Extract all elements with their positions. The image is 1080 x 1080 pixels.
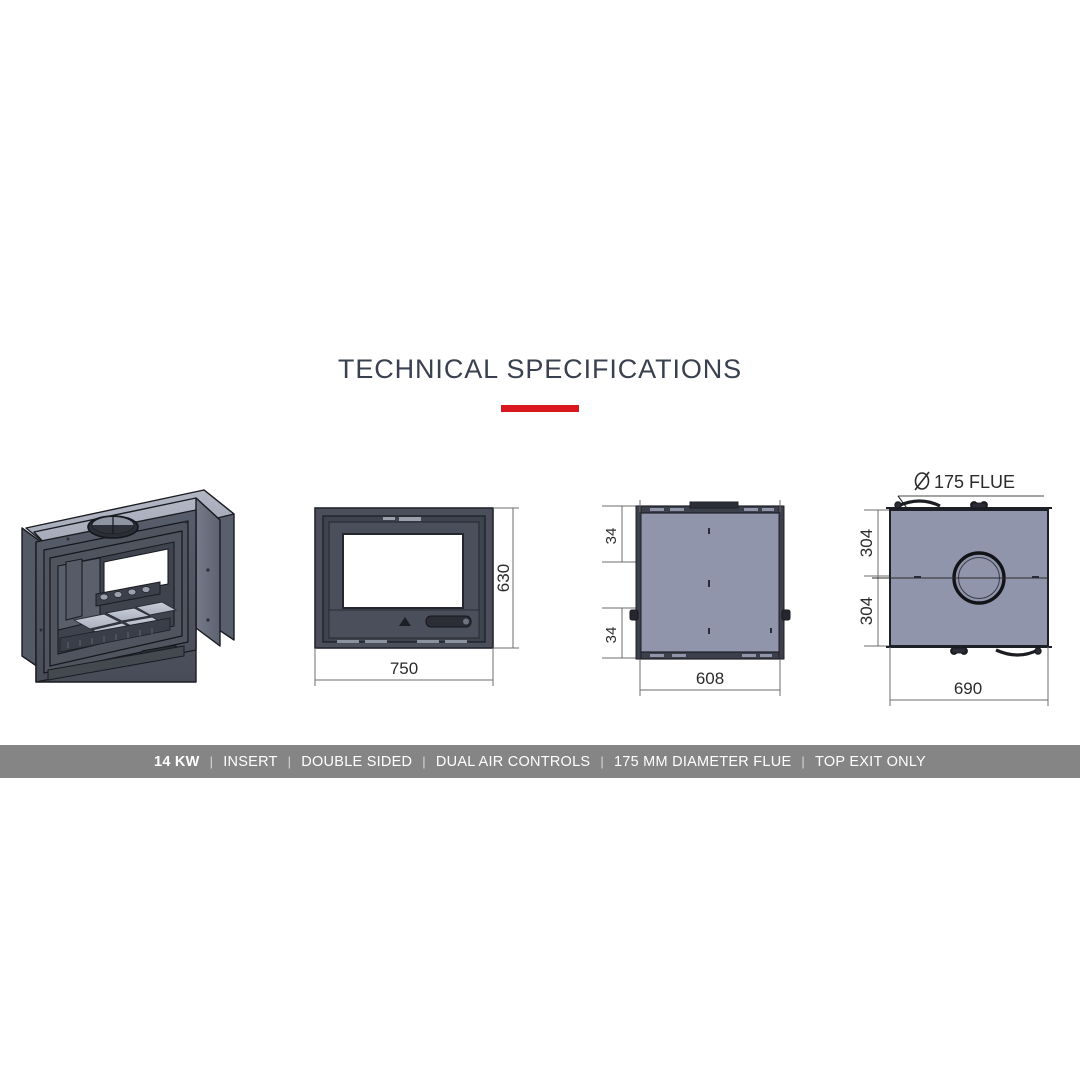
front-glass [342,533,464,609]
spec-separator-0: | [209,754,214,769]
drawings-container: 630 750 [0,430,1080,730]
spec-separator-3: | [600,754,604,769]
spec-bar: 14 KW | INSERT | DOUBLE SIDED | DUAL AIR… [0,745,1080,778]
top-dimension-offsets [864,509,890,647]
isometric-burner-bar [95,581,161,607]
page-title-block: TECHNICAL SPECIFICATIONS [0,352,1080,412]
side-width-label: 608 [696,669,724,688]
side-bottom-offset-label: 34 [603,627,620,644]
flue-diameter-symbol [914,471,930,491]
page-title: TECHNICAL SPECIFICATIONS [337,354,743,384]
view-top: 175 FLUE 304 304 [846,448,1076,733]
view-side: 34 34 [592,492,807,712]
isometric-flue-collar [87,515,139,539]
spec-item-2: DOUBLE SIDED [301,753,413,770]
view-isometric [8,470,258,700]
flue-label: 175 FLUE [934,472,1015,492]
spec-separator-2: | [422,754,426,769]
front-dimension-height [493,507,519,649]
front-lower-panel [328,609,480,639]
top-dimension-width [889,647,1049,706]
spec-item-4: 175 MM DIAMETER FLUE [613,753,792,770]
side-top-offset-label: 34 [603,528,620,545]
flue-outlet-circle [950,551,1008,605]
spec-separator-4: | [801,754,806,769]
side-dimension-offsets [602,505,640,659]
front-dimension-width [314,648,494,686]
front-width-label: 750 [390,659,418,678]
isometric-fixing-points [39,520,210,632]
spec-item-1: INSERT [223,753,278,770]
title-accent-rule [501,405,579,412]
top-offset-bottom-label: 304 [857,597,876,625]
isometric-air-control [47,645,185,681]
spec-separator-1: | [287,754,292,769]
spec-bar-items: 14 KW | INSERT | DOUBLE SIDED | DUAL AIR… [154,754,926,770]
side-body [629,500,791,660]
spec-item-3: DUAL AIR CONTROLS [435,753,591,770]
top-offset-top-label: 304 [857,529,876,557]
front-bottom-vents [337,640,467,643]
spec-item-5: TOP EXIT ONLY [815,753,926,770]
front-height-label: 630 [494,564,513,592]
view-front: 630 750 [305,500,540,715]
top-width-label: 690 [954,679,982,698]
spec-item-0: 14 KW [154,753,200,770]
side-dimension-width [639,659,781,696]
isometric-base-grate [59,617,171,653]
front-top-vents [383,517,421,521]
